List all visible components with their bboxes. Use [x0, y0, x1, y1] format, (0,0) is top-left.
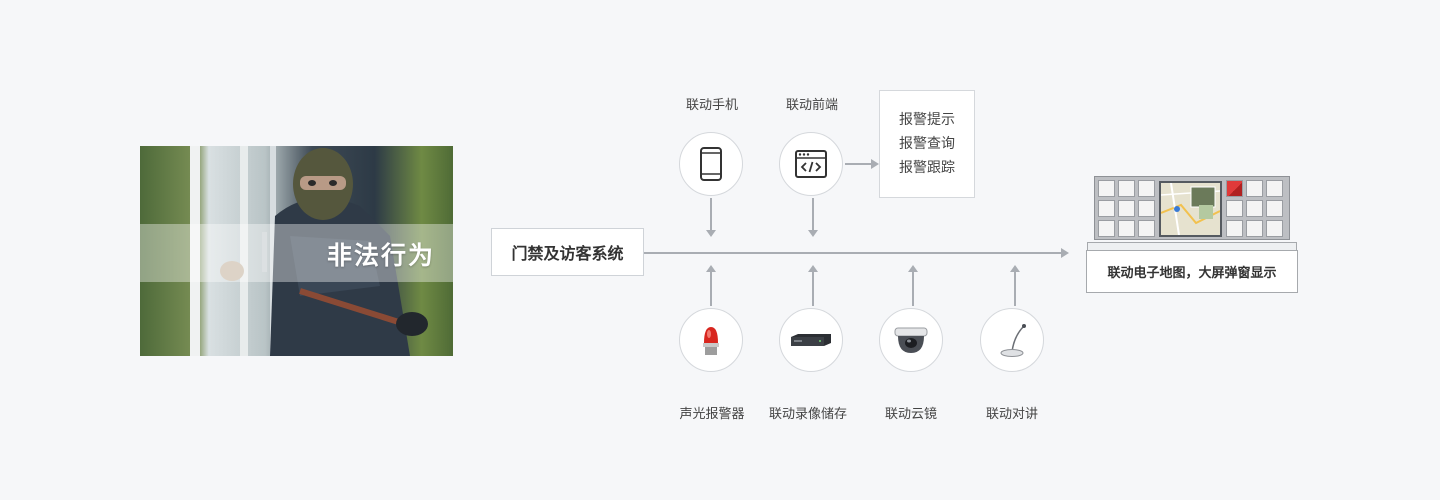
nvr-node — [779, 308, 843, 372]
nvr-connector — [812, 272, 814, 306]
node-label-camera: 联动云镜 — [884, 407, 937, 422]
node-label-phone: 联动手机 — [685, 98, 738, 113]
camera-connector — [912, 272, 914, 306]
alarm-item: 报警查询 — [899, 136, 955, 152]
intercom-connector — [1014, 272, 1016, 306]
video-wall-icon — [1094, 176, 1290, 240]
mobile-phone-icon — [700, 147, 722, 181]
access-control-system-box: 门禁及访客系统 — [491, 228, 644, 276]
intercom-microphone-icon — [1000, 324, 1026, 357]
node-label-nvr: 联动录像储存 — [768, 407, 847, 422]
photo-label-band — [140, 224, 453, 282]
intercom-node — [980, 308, 1044, 372]
dome-camera-icon — [894, 327, 928, 353]
phone-arrow — [706, 230, 716, 237]
siren-connector — [710, 272, 712, 306]
alarm-item: 报警提示 — [899, 112, 955, 128]
main-flow-arrow — [1061, 248, 1069, 258]
node-label-siren: 声光报警器 — [679, 407, 745, 422]
siren-node — [679, 308, 743, 372]
node-label-intercom: 联动对讲 — [985, 407, 1038, 422]
alarm-info-box: 报警提示 报警查询 报警跟踪 — [879, 90, 975, 198]
phone-connector — [710, 198, 712, 230]
frontend-connector — [812, 198, 814, 230]
camera-node — [879, 308, 943, 372]
frontend-node — [779, 132, 843, 196]
intercom-arrow — [1010, 265, 1020, 272]
camera-arrow — [908, 265, 918, 272]
alarm-item: 报警跟踪 — [899, 160, 955, 176]
node-label-frontend: 联动前端 — [785, 98, 838, 113]
browser-code-icon — [795, 150, 827, 178]
main-flow-line — [644, 252, 1062, 254]
frontend-to-alarm-arrow — [871, 159, 879, 169]
siren-arrow — [706, 265, 716, 272]
output-label-box: 联动电子地图，大屏弹窗显示 — [1086, 250, 1298, 293]
frontend-to-alarm-line — [845, 163, 871, 165]
photo-label: 非法行为 — [326, 241, 435, 270]
nvr-recorder-icon — [791, 334, 831, 346]
nvr-arrow — [808, 265, 818, 272]
frontend-arrow — [808, 230, 818, 237]
alarm-siren-icon — [703, 327, 719, 355]
intrusion-photo: 非法行为 — [140, 146, 453, 356]
phone-node — [679, 132, 743, 196]
